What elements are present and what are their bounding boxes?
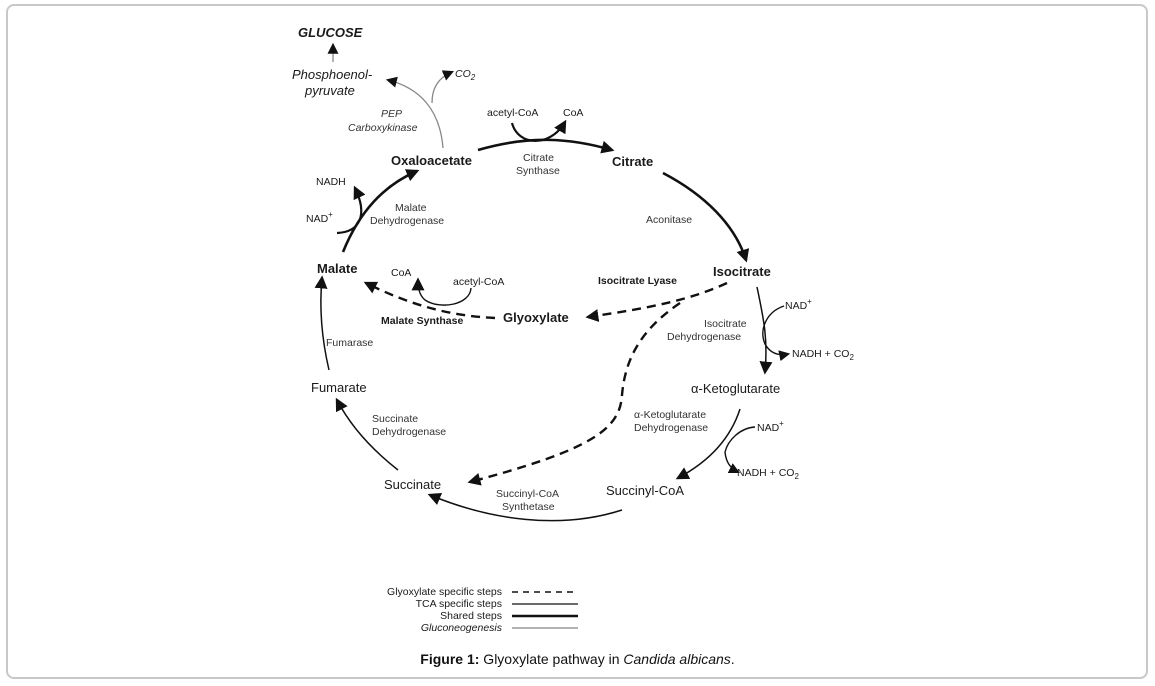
caption-text: Glyoxylate pathway in: [479, 651, 624, 667]
scs-label-line2: Synthetase: [502, 501, 555, 513]
nadh-co2-idh-label: NADH + CO2: [792, 348, 854, 362]
akg-label: α-Ketoglutarate: [691, 381, 780, 396]
aconitase-arrow: [662, 171, 750, 263]
shared-step-arrows: [336, 119, 750, 263]
legend-label-shared: Shared steps: [440, 610, 502, 622]
co2-release-arrow: [431, 70, 455, 104]
malate-label: Malate: [317, 261, 357, 276]
legend: Glyoxylate specific steps TCA specific s…: [387, 586, 578, 634]
caption-species: Candida albicans: [623, 651, 731, 667]
acetyl-coa-cs-label: acetyl-CoA: [487, 107, 538, 119]
oaa-to-pep-arrow: [385, 76, 444, 149]
aconitase-label: Aconitase: [646, 214, 692, 226]
nad-idh-label: NAD+: [785, 297, 812, 312]
glyoxylate-specific-arrows: [363, 277, 728, 486]
mdh-label-line2: Dehydrogenase: [370, 215, 444, 227]
citrate-synthase-label-line1: Citrate: [523, 152, 554, 164]
sdh-label-line2: Dehydrogenase: [372, 426, 446, 438]
citrate-synthase-label-line2: Synthase: [516, 165, 560, 177]
acetyl-coa-ms-arrow: [411, 277, 472, 306]
legend-label-gluconeogenesis: Gluconeogenesis: [421, 622, 503, 634]
idh-label-line1: Isocitrate: [704, 318, 747, 330]
glucose-label: GLUCOSE: [298, 25, 363, 40]
sdh-label-line1: Succinate: [372, 413, 418, 425]
isocitrate-lyase-label: Isocitrate Lyase: [598, 275, 677, 287]
malate-synthase-label: Malate Synthase: [381, 315, 463, 327]
succinate-label: Succinate: [384, 477, 441, 492]
isocitrate-lyase-to-succinate-arrow: [467, 302, 681, 486]
isocitrate-lyase-to-glyoxylate-arrow: [585, 281, 728, 322]
acetyl-coa-ms-label: acetyl-CoA: [453, 276, 504, 288]
figure-label: Figure 1:: [420, 651, 480, 667]
scs-label-line1: Succinyl-CoA: [496, 488, 559, 500]
coa-ms-label: CoA: [391, 267, 411, 279]
pep-label-line2: pyruvate: [304, 83, 355, 98]
succinate-dehydrogenase-arrow: [335, 397, 399, 471]
isocitrate-dehydrogenase-arrow: [756, 286, 773, 375]
legend-label-tca: TCA specific steps: [416, 598, 502, 610]
figure-frame: [6, 4, 1148, 679]
oxaloacetate-label: Oxaloacetate: [391, 153, 472, 168]
fumarase-arrow: [314, 275, 330, 371]
nad-to-nadh-arrow: [336, 185, 366, 235]
idh-nad-arrow: [762, 305, 791, 362]
nad-akgdh-label: NAD+: [757, 419, 784, 434]
akg-dehydrogenase-arrow: [675, 408, 741, 480]
tca-specific-arrows: [314, 275, 791, 522]
nadh-co2-akgdh-label: NADH + CO2: [737, 467, 799, 481]
acetyl-coa-cs-arrow: [510, 119, 567, 142]
caption-end: .: [730, 651, 735, 667]
mdh-label-line1: Malate: [395, 202, 427, 214]
idh-label-line2: Dehydrogenase: [667, 331, 741, 343]
nadh-mdh-label: NADH: [316, 176, 346, 188]
legend-label-glyoxylate: Glyoxylate specific steps: [387, 586, 502, 598]
fumarate-label: Fumarate: [311, 380, 367, 395]
glyoxylate-label: Glyoxylate: [503, 310, 569, 325]
co2-pepck-label: CO2: [455, 68, 476, 82]
succinyl-coa-synthetase-arrow: [427, 492, 623, 522]
akgdh-label-line2: Dehydrogenase: [634, 422, 708, 434]
malate-synthase-arrow: [363, 281, 496, 320]
nad-mdh-label: NAD+: [306, 210, 333, 225]
citrate-label: Citrate: [612, 154, 653, 169]
pepck-label-line1: PEP: [381, 108, 402, 120]
isocitrate-label: Isocitrate: [713, 264, 771, 279]
akgdh-label-line1: α-Ketoglutarate: [634, 409, 706, 421]
fumarase-label: Fumarase: [326, 337, 373, 349]
akgdh-nad-arrow: [724, 426, 756, 473]
pep-label-line1: Phosphoenol-: [292, 67, 373, 82]
citrate-synthase-arrow: [477, 138, 615, 154]
gluconeogenesis-arrows: [327, 42, 455, 149]
malate-dehydrogenase-arrow: [341, 169, 420, 253]
coa-cs-label: CoA: [563, 107, 583, 119]
pepck-label-line2: Carboxykinase: [348, 122, 418, 134]
succinyl-coa-label: Succinyl-CoA: [606, 483, 684, 498]
figure-caption: Figure 1: Glyoxylate pathway in Candida …: [0, 651, 1155, 667]
